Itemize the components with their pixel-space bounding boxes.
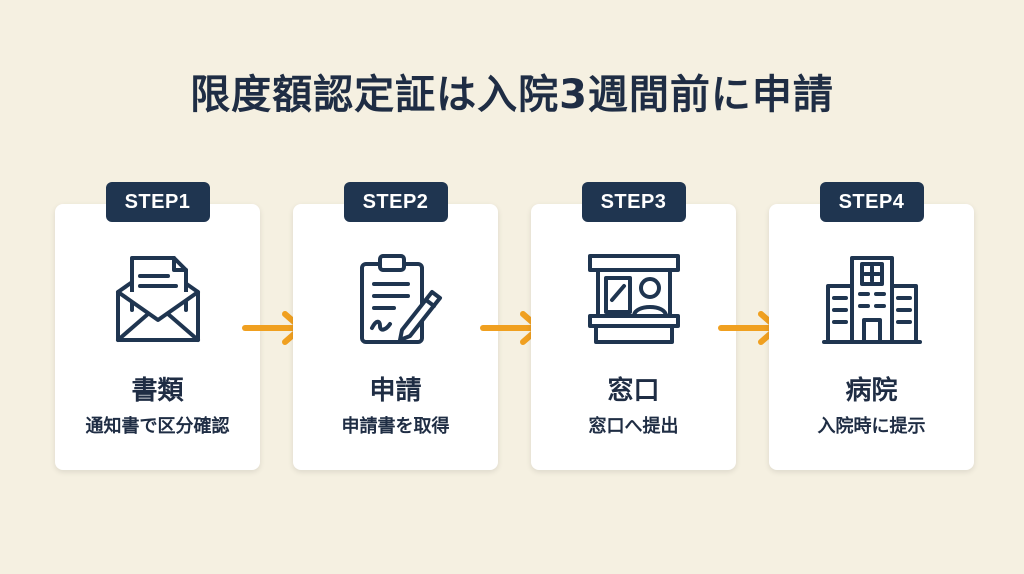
step-title-4: 病院 bbox=[845, 376, 898, 406]
step-card-4: STEP4 病院 bbox=[769, 182, 974, 470]
step-subtitle-4: 入院時に提示 bbox=[817, 416, 926, 437]
step-title-3: 窓口 bbox=[607, 376, 660, 406]
step-card-2: STEP2 申請 申請書を取得 bbox=[293, 182, 498, 470]
step-title-1: 書類 bbox=[131, 376, 184, 406]
step-badge-2: STEP2 bbox=[343, 182, 448, 222]
step-subtitle-1: 通知書で区分確認 bbox=[85, 416, 230, 437]
service-counter-icon bbox=[584, 250, 684, 350]
step-subtitle-3: 窓口へ提出 bbox=[588, 416, 679, 437]
step-badge-4: STEP4 bbox=[819, 182, 924, 222]
envelope-document-icon bbox=[108, 250, 208, 350]
hospital-icon bbox=[821, 250, 922, 350]
page-title: 限度額認定証は入院3週間前に申請 bbox=[190, 72, 834, 118]
step-badge-1: STEP1 bbox=[105, 182, 210, 222]
step-card-1: STEP1 書類 通知書で区分確認 bbox=[55, 182, 260, 470]
step-card-3: STEP3 窓口 窓口へ提出 bbox=[531, 182, 736, 470]
step-badge-3: STEP3 bbox=[581, 182, 686, 222]
step-title-2: 申請 bbox=[369, 376, 422, 406]
clipboard-pen-icon bbox=[346, 250, 446, 350]
step-subtitle-2: 申請書を取得 bbox=[341, 416, 450, 437]
